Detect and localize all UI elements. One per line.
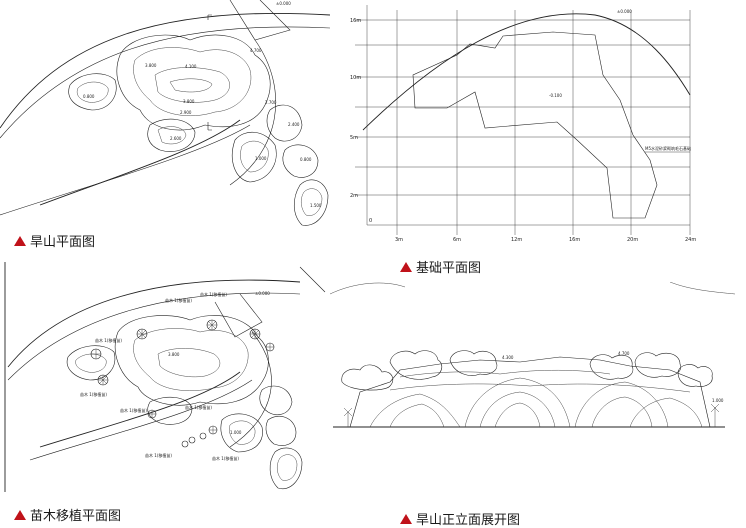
svg-text:1.000: 1.000 bbox=[712, 398, 724, 403]
svg-text:±0.000: ±0.000 bbox=[255, 291, 270, 296]
rockery-plan-panel: ±0.000 3.800 4.100 4.700 3.800 2.900 2.7… bbox=[0, 0, 340, 250]
y-tick-label: 10m bbox=[350, 75, 361, 81]
svg-text:苗木 1(移植苗): 苗木 1(移植苗) bbox=[165, 297, 192, 303]
svg-text:4.100: 4.100 bbox=[185, 64, 197, 69]
svg-text:3.800: 3.800 bbox=[183, 99, 195, 104]
svg-text:苗木 1(移植苗): 苗木 1(移植苗) bbox=[200, 291, 227, 297]
tree-symbol-icon bbox=[90, 348, 102, 360]
y-tick-label: 2m bbox=[350, 193, 358, 199]
foundation-plan-panel: ±0.000 -0.100 M5水泥砂浆砌筑毛石基础 16m 10m 5m 2m… bbox=[345, 0, 746, 276]
tree-plan-caption-text: 苗木移植平面图 bbox=[30, 509, 122, 524]
svg-text:1.000: 1.000 bbox=[230, 430, 242, 435]
elevation-caption-text: 旱山正立面展开图 bbox=[416, 513, 521, 528]
svg-text:苗木 1(移植苗): 苗木 1(移植苗) bbox=[185, 404, 212, 410]
y-tick-label: 16m bbox=[350, 18, 361, 24]
foundation-note: M5水泥砂浆砌筑毛石基础 bbox=[645, 145, 691, 151]
svg-text:4.700: 4.700 bbox=[250, 48, 262, 53]
svg-text:2.400: 2.400 bbox=[288, 122, 300, 127]
rockery-plan-caption: 旱山平面图 bbox=[14, 231, 95, 250]
svg-text:±0.000: ±0.000 bbox=[276, 1, 291, 6]
x-tick-label: 6m bbox=[453, 237, 461, 243]
svg-text:2.600: 2.600 bbox=[170, 136, 182, 141]
foundation-plan-drawing: ±0.000 -0.100 M5水泥砂浆砌筑毛石基础 16m 10m 5m 2m… bbox=[350, 5, 696, 243]
tree-symbol-icon bbox=[181, 425, 218, 448]
tree-plan-panel: ±0.000 苗木 1(移植苗) 苗木 1(移植苗) 苗木 1(移植苗) 苗木 … bbox=[0, 262, 340, 524]
svg-text:±0.000: ±0.000 bbox=[617, 9, 632, 14]
rockery-plan-caption-text: 旱山平面图 bbox=[30, 235, 96, 250]
x-tick-label: 20m bbox=[627, 237, 638, 243]
x-tick-label: 24m bbox=[685, 237, 696, 243]
svg-text:4.300: 4.300 bbox=[502, 355, 514, 360]
tree-symbol-icon bbox=[265, 342, 275, 352]
x-tick-label: 16m bbox=[569, 237, 580, 243]
svg-text:2.900: 2.900 bbox=[180, 110, 192, 115]
svg-text:0.800: 0.800 bbox=[83, 94, 95, 99]
svg-text:苗木 1(移植苗): 苗木 1(移植苗) bbox=[80, 391, 107, 397]
svg-text:2.700: 2.700 bbox=[265, 100, 277, 105]
tree-symbol-icon bbox=[206, 319, 218, 331]
red-triangle-icon bbox=[400, 513, 412, 524]
elevation-drawing: 4.300 4.700 1.000 bbox=[330, 282, 736, 428]
svg-text:苗木 1(移植苗): 苗木 1(移植苗) bbox=[212, 455, 239, 461]
tree-plan-caption: 苗木移植平面图 bbox=[14, 505, 121, 524]
svg-text:1.500: 1.500 bbox=[310, 203, 322, 208]
svg-text:苗木 1(移植苗): 苗木 1(移植苗) bbox=[145, 452, 172, 458]
svg-text:苗木 1(移植苗): 苗木 1(移植苗) bbox=[95, 337, 122, 343]
rockery-plan-drawing: ±0.000 3.800 4.100 4.700 3.800 2.900 2.7… bbox=[0, 0, 331, 226]
svg-text:-0.100: -0.100 bbox=[549, 93, 562, 98]
red-triangle-icon bbox=[400, 261, 412, 272]
svg-text:3.800: 3.800 bbox=[145, 63, 157, 68]
tree-symbol-icon bbox=[136, 328, 148, 340]
y-tick-label: 5m bbox=[350, 135, 358, 141]
svg-text:0.800: 0.800 bbox=[300, 157, 312, 162]
svg-text:3.800: 3.800 bbox=[168, 352, 180, 357]
foundation-plan-caption: 基础平面图 bbox=[400, 257, 481, 276]
red-triangle-icon bbox=[14, 509, 26, 520]
elevation-caption: 旱山正立面展开图 bbox=[400, 509, 520, 528]
elevation-panel: 4.300 4.700 1.000 旱山正立面展开图 bbox=[330, 282, 746, 528]
tree-symbol-icon bbox=[97, 374, 109, 386]
foundation-plan-caption-text: 基础平面图 bbox=[416, 261, 482, 276]
tree-plan-drawing: ±0.000 苗木 1(移植苗) 苗木 1(移植苗) 苗木 1(移植苗) 苗木 … bbox=[4, 262, 326, 492]
x-tick-label: 3m bbox=[395, 237, 403, 243]
red-triangle-icon bbox=[14, 235, 26, 246]
y-tick-label: 0 bbox=[369, 218, 372, 224]
svg-text:苗木 1(移植苗): 苗木 1(移植苗) bbox=[120, 407, 147, 413]
tree-symbol-icon bbox=[147, 409, 157, 419]
tree-symbol-icon bbox=[249, 328, 261, 340]
x-tick-label: 12m bbox=[511, 237, 522, 243]
svg-text:1.000: 1.000 bbox=[255, 156, 267, 161]
svg-text:4.700: 4.700 bbox=[618, 351, 630, 356]
